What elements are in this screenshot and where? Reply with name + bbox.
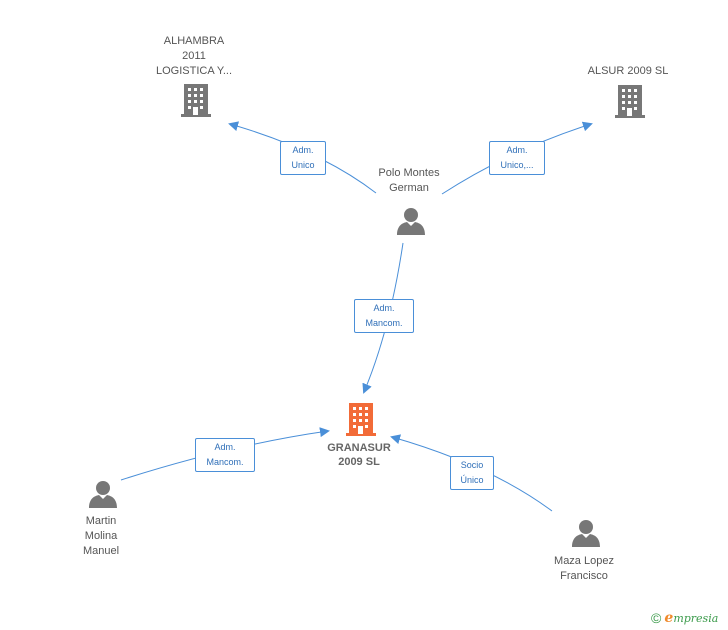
- node-label-line: Manuel: [82, 545, 120, 557]
- edge-label-line: Adm.: [373, 303, 395, 313]
- edge-label-polo-alhambra[interactable]: Adm. Unico: [280, 141, 326, 175]
- edge-label-martin-granasur[interactable]: Adm. Mancom.: [195, 438, 255, 472]
- node-label-line: GRANASUR: [327, 442, 391, 454]
- building-icon-alhambra[interactable]: [181, 84, 211, 117]
- node-label-alsur[interactable]: ALSUR 2009 SL: [578, 64, 678, 79]
- node-label-line: ALHAMBRA: [163, 35, 225, 47]
- node-label-line: 2011: [182, 50, 206, 62]
- edge-label-polo-granasur[interactable]: Adm. Mancom.: [354, 299, 414, 333]
- edge-label-line: Mancom.: [206, 457, 244, 467]
- edge-label-line: Único: [460, 475, 484, 485]
- node-label-line: ALSUR 2009 SL: [587, 65, 669, 77]
- node-label-line: 2009 SL: [338, 456, 380, 468]
- edge-label-maza-granasur[interactable]: Socio Único: [450, 456, 494, 490]
- brand-logo-text: mpresia: [673, 612, 719, 625]
- node-label-maza[interactable]: Maza Lopez Francisco: [539, 554, 629, 584]
- building-icon-alsur[interactable]: [615, 85, 645, 118]
- building-icon-granasur[interactable]: [346, 403, 376, 436]
- copyright-icon: ©: [651, 610, 662, 626]
- node-label-line: Molina: [84, 530, 118, 542]
- edge-label-line: Unico: [291, 160, 315, 170]
- edge-label-line: Unico,...: [500, 160, 534, 170]
- edge-label-line: Mancom.: [365, 318, 403, 328]
- node-label-line: German: [389, 182, 429, 194]
- node-label-granasur[interactable]: GRANASUR 2009 SL: [314, 441, 404, 469]
- edge-label-line: Adm.: [214, 442, 236, 452]
- edge-label-line: Adm.: [292, 145, 314, 155]
- brand-footer[interactable]: © empresia: [651, 610, 718, 626]
- node-label-line: Francisco: [560, 570, 608, 582]
- node-label-line: LOGISTICA Y...: [155, 65, 233, 77]
- node-label-line: Martin: [85, 515, 117, 527]
- person-icon-martin[interactable]: [89, 481, 117, 508]
- person-icon-maza[interactable]: [572, 520, 600, 547]
- node-label-polo[interactable]: Polo Montes German: [364, 166, 454, 196]
- node-label-line: Polo Montes: [378, 167, 440, 179]
- node-label-line: Maza Lopez: [554, 555, 614, 567]
- edge-label-line: Adm.: [506, 145, 528, 155]
- person-icon-polo[interactable]: [397, 208, 425, 235]
- node-label-martin[interactable]: Martin Molina Manuel: [61, 514, 141, 559]
- node-label-alhambra[interactable]: ALHAMBRA 2011 LOGISTICA Y...: [146, 34, 242, 79]
- edge-label-polo-alsur[interactable]: Adm. Unico,...: [489, 141, 545, 175]
- brand-logo-initial: e: [664, 610, 674, 626]
- edge-label-line: Socio: [460, 460, 484, 470]
